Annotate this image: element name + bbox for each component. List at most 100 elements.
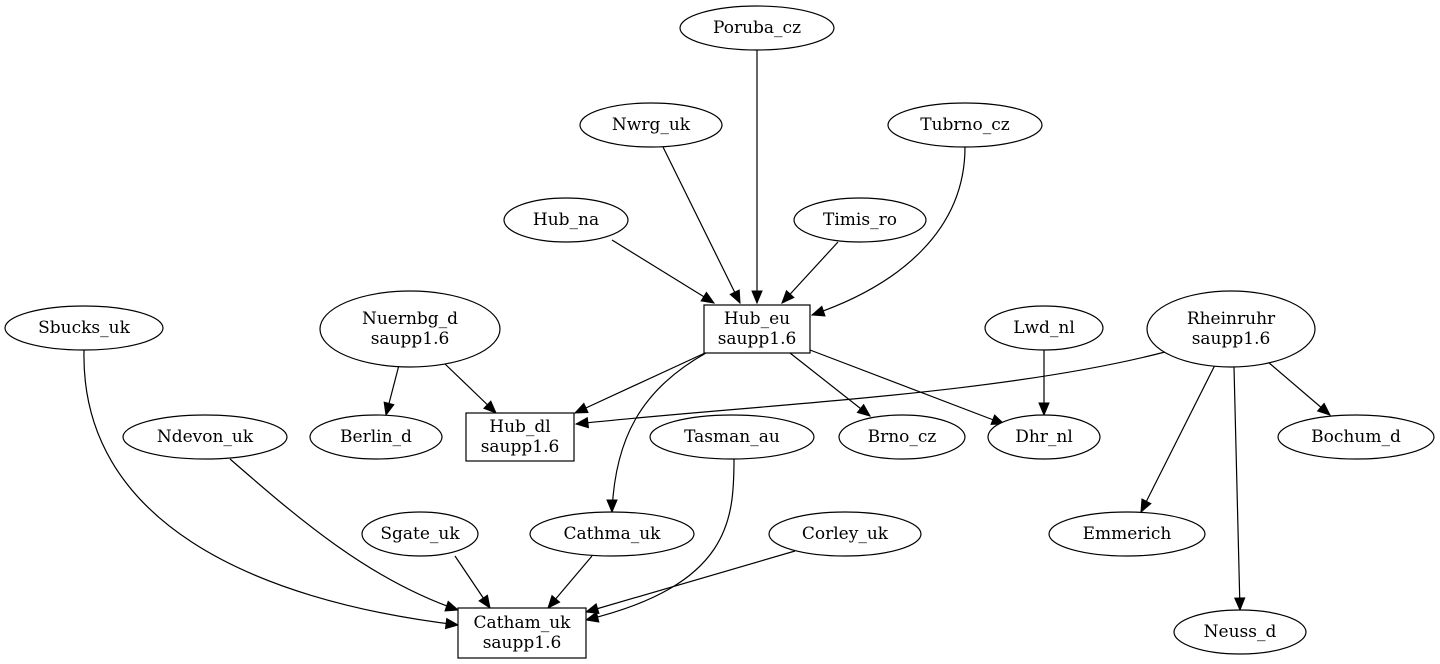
node-label: Poruba_cz: [713, 18, 801, 38]
node-ellipse: [887, 102, 1043, 148]
node-label: Tasman_au: [684, 427, 780, 447]
edge-line: [809, 349, 1005, 425]
edge-nuernbg-d-to-hub-dl: [443, 362, 497, 414]
node-ellipse: [987, 414, 1101, 460]
arrowhead: [483, 400, 497, 414]
node-nwrg-uk[interactable]: Nwrg_uk: [579, 102, 723, 148]
edge-line: [574, 352, 706, 414]
edge-tasman-au-to-catham-uk: [584, 458, 735, 623]
arrowhead: [444, 617, 460, 630]
node-ellipse: [984, 305, 1104, 351]
node-label: Timis_ro: [823, 210, 897, 230]
node-label: Sbucks_uk: [38, 318, 130, 338]
node-timis-ro[interactable]: Timis_ro: [793, 197, 927, 243]
node-label: Hub_na: [533, 210, 599, 230]
arrowhead: [1234, 597, 1246, 612]
edge-line: [585, 458, 735, 621]
node-sublabel: saupp1.6: [371, 329, 450, 349]
node-label: Bochum_d: [1311, 427, 1401, 447]
node-label: Tubrno_cz: [920, 115, 1010, 135]
node-dhr-nl[interactable]: Dhr_nl: [987, 414, 1101, 460]
node-ellipse: [4, 305, 164, 351]
arrowhead: [574, 416, 590, 429]
node-sublabel: saupp1.6: [718, 329, 797, 349]
node-label: Neuss_d: [1204, 622, 1277, 642]
node-ellipse: [768, 511, 922, 557]
node-label: Sgate_uk: [380, 524, 460, 544]
node-emmerich[interactable]: Emmerich: [1048, 511, 1206, 557]
edge-nuernbg-d-to-berlin-d: [383, 364, 400, 417]
arrowhead: [444, 600, 460, 612]
edge-line: [611, 352, 707, 513]
node-sublabel: saupp1.6: [1192, 329, 1271, 349]
node-label: Cathma_uk: [564, 524, 662, 544]
node-cathma-uk[interactable]: Cathma_uk: [529, 511, 695, 557]
node-label: Corley_uk: [802, 524, 889, 544]
edge-sbucks-uk-to-catham-uk: [83, 349, 460, 630]
node-ellipse: [1173, 609, 1307, 655]
edge-tubrno-cz-to-hub-eu: [810, 146, 966, 317]
edge-line: [575, 351, 1166, 425]
node-hub-na[interactable]: Hub_na: [503, 197, 629, 243]
arrowhead: [1140, 498, 1152, 514]
node-ellipse: [361, 511, 479, 557]
edge-line: [1267, 361, 1331, 416]
edge-line: [662, 146, 741, 304]
edge-line: [585, 550, 796, 613]
node-corley-uk[interactable]: Corley_uk: [768, 511, 922, 557]
edge-hub-eu-to-hub-dl: [573, 352, 706, 414]
arrowhead: [856, 403, 872, 417]
arrowhead: [700, 291, 716, 304]
node-poruba-cz[interactable]: Poruba_cz: [679, 5, 835, 51]
node-sublabel: saupp1.6: [481, 437, 560, 457]
node-label: Rheinruhr: [1187, 309, 1276, 329]
node-sgate-uk[interactable]: Sgate_uk: [361, 511, 479, 557]
node-tubrno-cz[interactable]: Tubrno_cz: [887, 102, 1043, 148]
node-ellipse: [1277, 414, 1435, 460]
edge-line: [229, 458, 459, 611]
arrowhead: [547, 594, 561, 609]
edge-line: [789, 352, 871, 417]
arrowhead: [1316, 402, 1331, 416]
node-label: Berlin_d: [340, 427, 412, 447]
arrowhead: [478, 594, 491, 610]
node-label: Dhr_nl: [1015, 427, 1073, 447]
node-label: Catham_uk: [474, 613, 572, 633]
node-tasman-au[interactable]: Tasman_au: [649, 414, 815, 460]
node-sbucks-uk[interactable]: Sbucks_uk: [4, 305, 164, 351]
edge-rheinruhr-to-emmerich: [1140, 364, 1216, 514]
edge-line: [83, 349, 459, 626]
node-box: [465, 412, 575, 462]
edge-timis-ro-to-hub-eu: [781, 241, 839, 304]
node-label: Brno_cz: [868, 427, 937, 447]
edge-corley-uk-to-catham-uk: [584, 550, 796, 615]
edge-hub-eu-to-brno-cz: [789, 352, 872, 417]
node-neuss-d[interactable]: Neuss_d: [1173, 609, 1307, 655]
node-ellipse: [838, 414, 966, 460]
node-ellipse: [309, 414, 443, 460]
node-ellipse: [679, 5, 835, 51]
node-ndevon-uk[interactable]: Ndevon_uk: [122, 414, 288, 460]
node-label: Hub_eu: [724, 309, 790, 329]
edge-rheinruhr-to-bochum-d: [1267, 361, 1331, 416]
edge-line: [611, 239, 715, 304]
node-lwd-nl[interactable]: Lwd_nl: [984, 305, 1104, 351]
node-bochum-d[interactable]: Bochum_d: [1277, 414, 1435, 460]
node-box: [703, 304, 811, 354]
node-berlin-d[interactable]: Berlin_d: [309, 414, 443, 460]
edge-lwd-nl-to-dhr-nl: [1038, 350, 1050, 417]
edge-ndevon-uk-to-catham-uk: [229, 458, 460, 612]
edge-hub-na-to-hub-eu: [611, 239, 716, 304]
node-ellipse: [1146, 290, 1316, 368]
arrowhead: [729, 289, 741, 305]
edge-rheinruhr-to-neuss-d: [1233, 366, 1246, 612]
node-box: [457, 607, 587, 659]
node-brno-cz[interactable]: Brno_cz: [838, 414, 966, 460]
